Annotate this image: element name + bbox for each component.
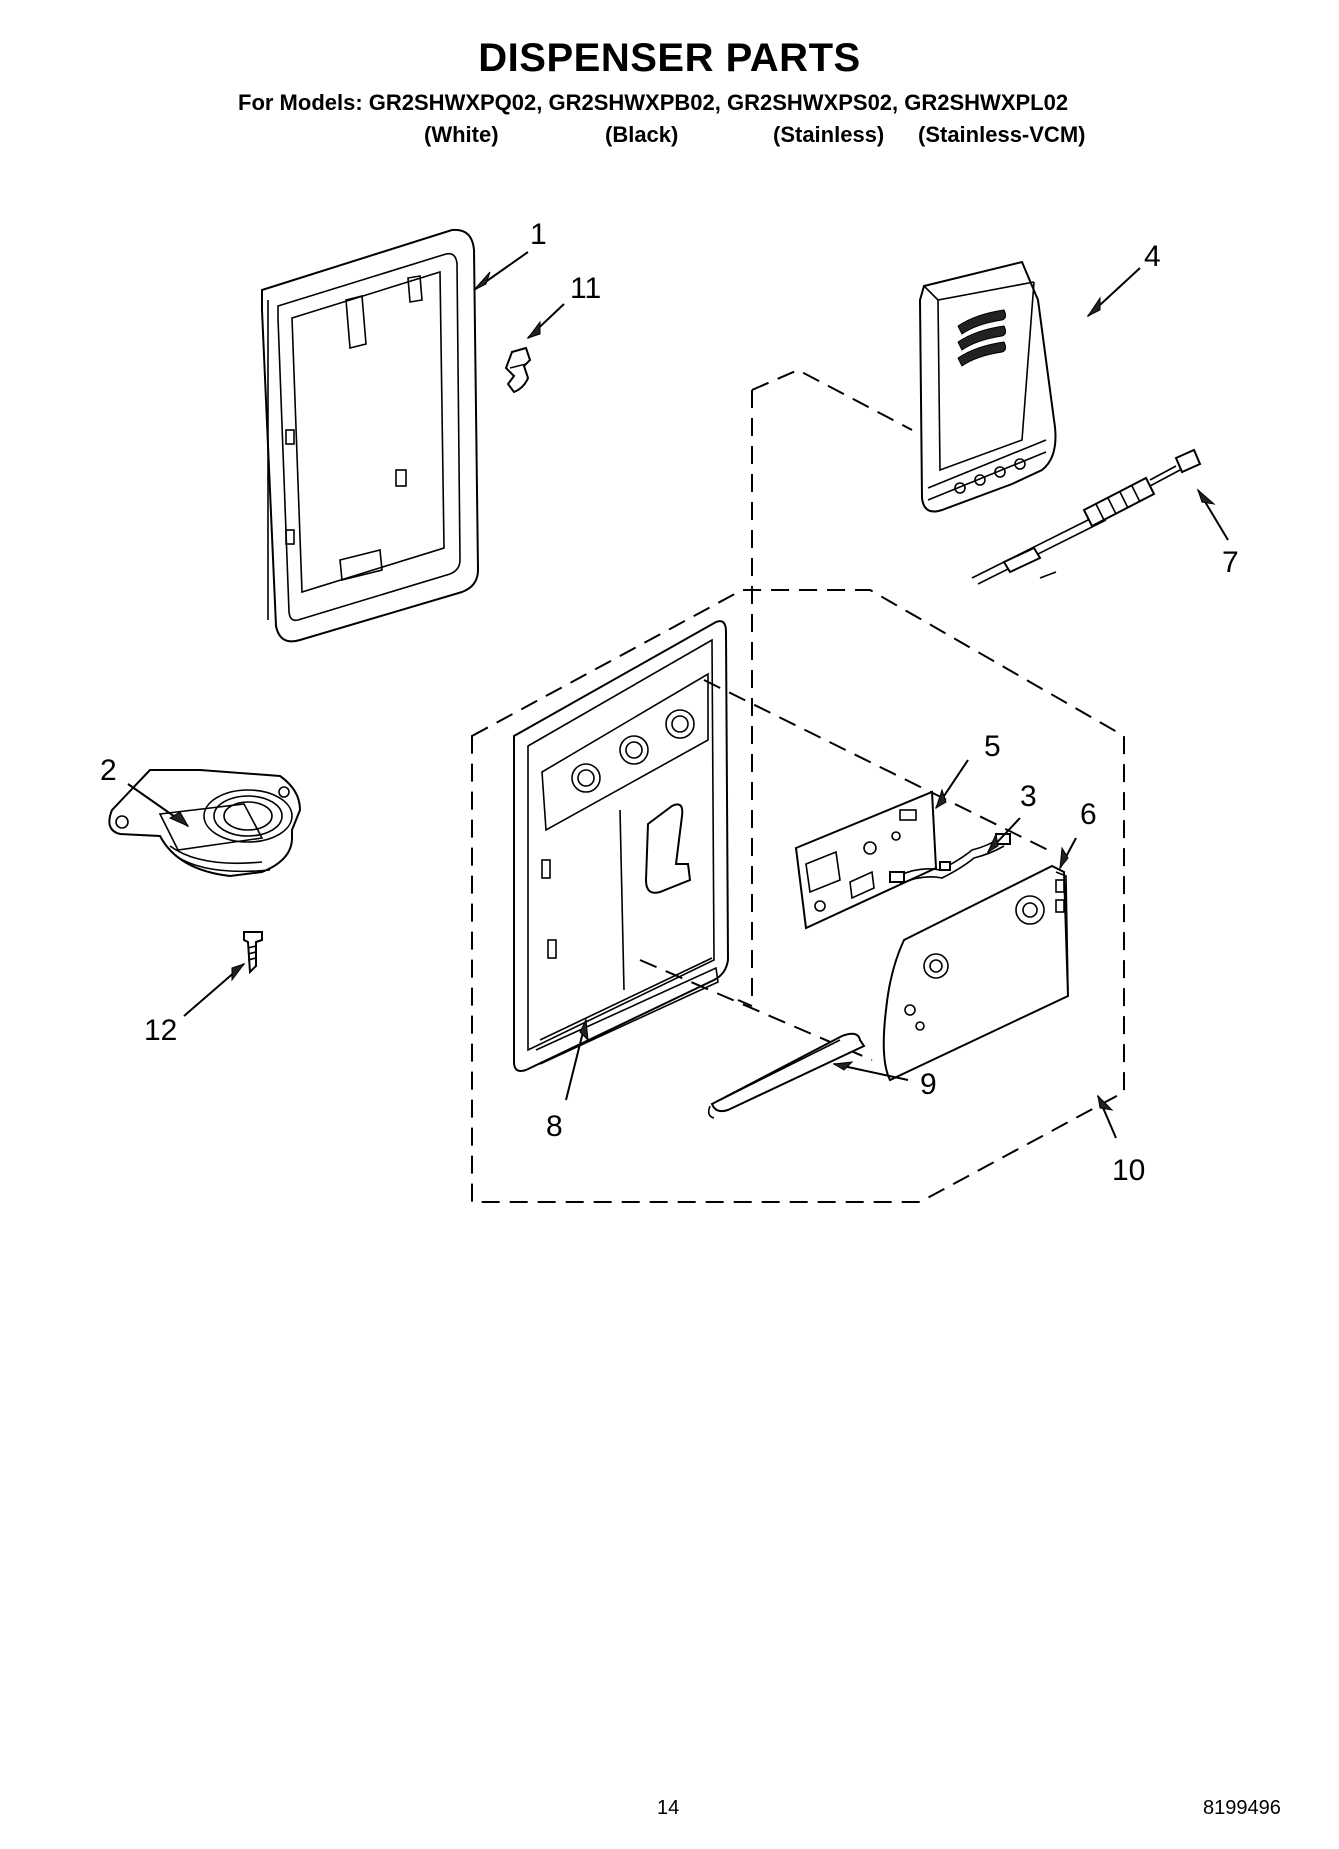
- assembly-10-outline: [471, 589, 1125, 1203]
- part-4-relation-outline: [737, 368, 913, 1008]
- callout-3: 3: [1020, 780, 1037, 813]
- callout-6: 6: [1080, 798, 1097, 831]
- callout-8: 8: [546, 1110, 563, 1143]
- part-2-auger-motor: [108, 769, 302, 878]
- part-3-wiring-jumper: [889, 833, 1011, 885]
- page-number: 14: [657, 1797, 680, 1819]
- callout-4: 4: [1144, 240, 1161, 273]
- variant-white: (White): [424, 122, 499, 147]
- part-9-drip-grille: [707, 1032, 866, 1119]
- part-1-housing-frame: [261, 228, 480, 643]
- variant-black: (Black): [605, 122, 679, 147]
- variant-stainless-vcm: (Stainless-VCM): [918, 122, 1086, 147]
- leader-arrows: [127, 251, 1229, 1139]
- part-5-control-board: [794, 790, 938, 930]
- part-8-front-panel: [513, 620, 730, 1072]
- page-title: DISPENSER PARTS: [478, 36, 861, 80]
- callout-1: 1: [530, 218, 547, 251]
- part-4-dispenser-paddle: [918, 260, 1057, 513]
- part-12-screw: [243, 931, 263, 975]
- document-number: 8199496: [1203, 1797, 1281, 1819]
- callout-7: 7: [1222, 546, 1239, 579]
- callout-2: 2: [100, 754, 117, 787]
- callout-9: 9: [920, 1068, 937, 1101]
- callout-12: 12: [144, 1014, 177, 1047]
- part-7-wire-harness: [971, 448, 1202, 585]
- part-11-clip: [504, 346, 532, 394]
- callout-10: 10: [1112, 1154, 1145, 1187]
- callout-5: 5: [984, 730, 1001, 763]
- variant-stainless: (Stainless): [773, 122, 885, 147]
- part-6-bezel-plate: [882, 864, 1070, 1082]
- callout-11: 11: [570, 272, 601, 305]
- models-line: For Models: GR2SHWXPQ02, GR2SHWXPB02, GR…: [238, 90, 1069, 115]
